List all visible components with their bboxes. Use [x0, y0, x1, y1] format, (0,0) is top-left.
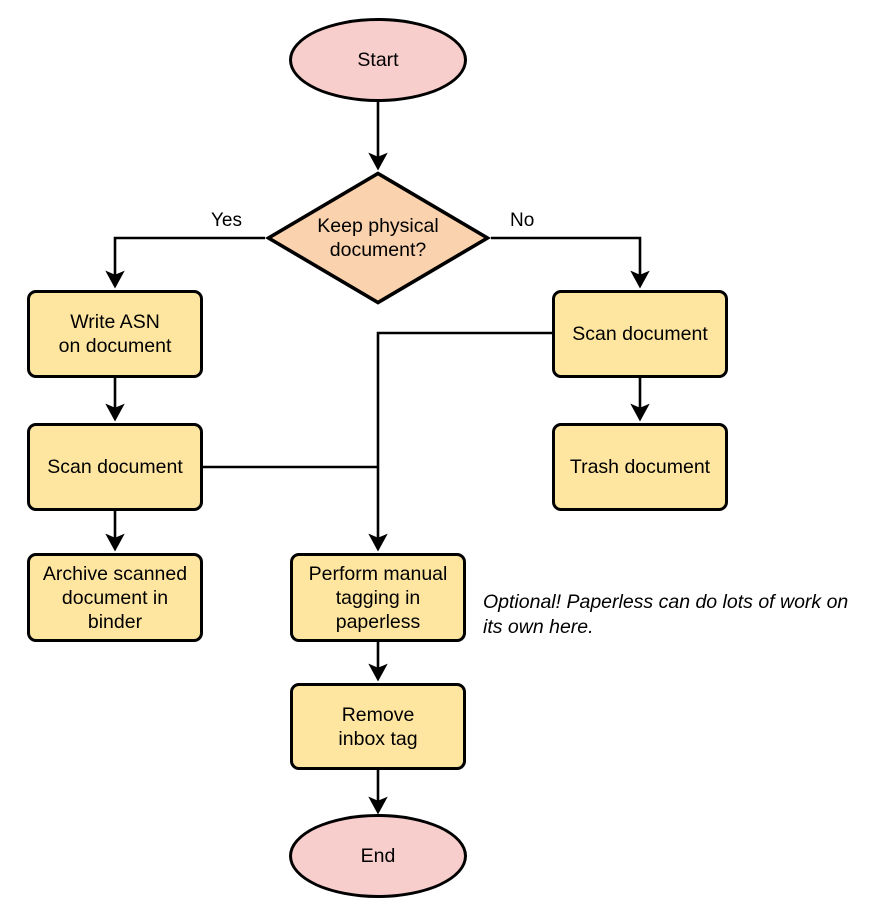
- edge-label-yes: Yes: [209, 210, 244, 232]
- node-end[interactable]: End: [289, 814, 467, 898]
- node-end-label: End: [360, 845, 396, 867]
- edge-decision-no-to-scan-right: [491, 236, 650, 289]
- diamond-shape: [264, 171, 492, 305]
- node-scan-document-right[interactable]: Scan document: [552, 290, 728, 378]
- node-write-asn-on-document-label: Write ASN on document: [58, 311, 172, 357]
- node-perform-manual-tagging-in-paperless-label: Perform manual tagging in paperless: [308, 562, 448, 633]
- node-start[interactable]: Start: [289, 18, 467, 102]
- node-trash-document-label: Trash document: [569, 456, 711, 478]
- node-remove-inbox-tag[interactable]: Remove inbox tag: [290, 683, 466, 770]
- annotation-optional-note: Optional! Paperless can do lots of work …: [483, 591, 849, 638]
- node-trash-document[interactable]: Trash document: [552, 423, 728, 511]
- node-scan-document-right-label: Scan document: [572, 323, 708, 345]
- node-start-label: Start: [357, 49, 399, 71]
- node-write-asn-on-document[interactable]: Write ASN on document: [27, 290, 203, 378]
- node-archive-scanned-document-in-binder[interactable]: Archive scanned document in binder: [27, 553, 203, 642]
- edge-scan-right-to-tagging: [368, 331, 552, 552]
- edge-label-no: No: [508, 210, 537, 232]
- node-archive-scanned-document-in-binder-label: Archive scanned document in binder: [42, 562, 188, 633]
- edge-decision-yes-to-write-asn: [105, 236, 265, 289]
- node-perform-manual-tagging-in-paperless[interactable]: Perform manual tagging in paperless: [290, 553, 466, 642]
- node-scan-document-left[interactable]: Scan document: [27, 423, 203, 511]
- node-remove-inbox-tag-label: Remove inbox tag: [338, 703, 418, 750]
- node-keep-physical-document-label: Keep physical document?: [317, 215, 439, 261]
- node-scan-document-left-label: Scan document: [47, 456, 183, 478]
- node-keep-physical-document[interactable]: Keep physical document?: [264, 170, 492, 306]
